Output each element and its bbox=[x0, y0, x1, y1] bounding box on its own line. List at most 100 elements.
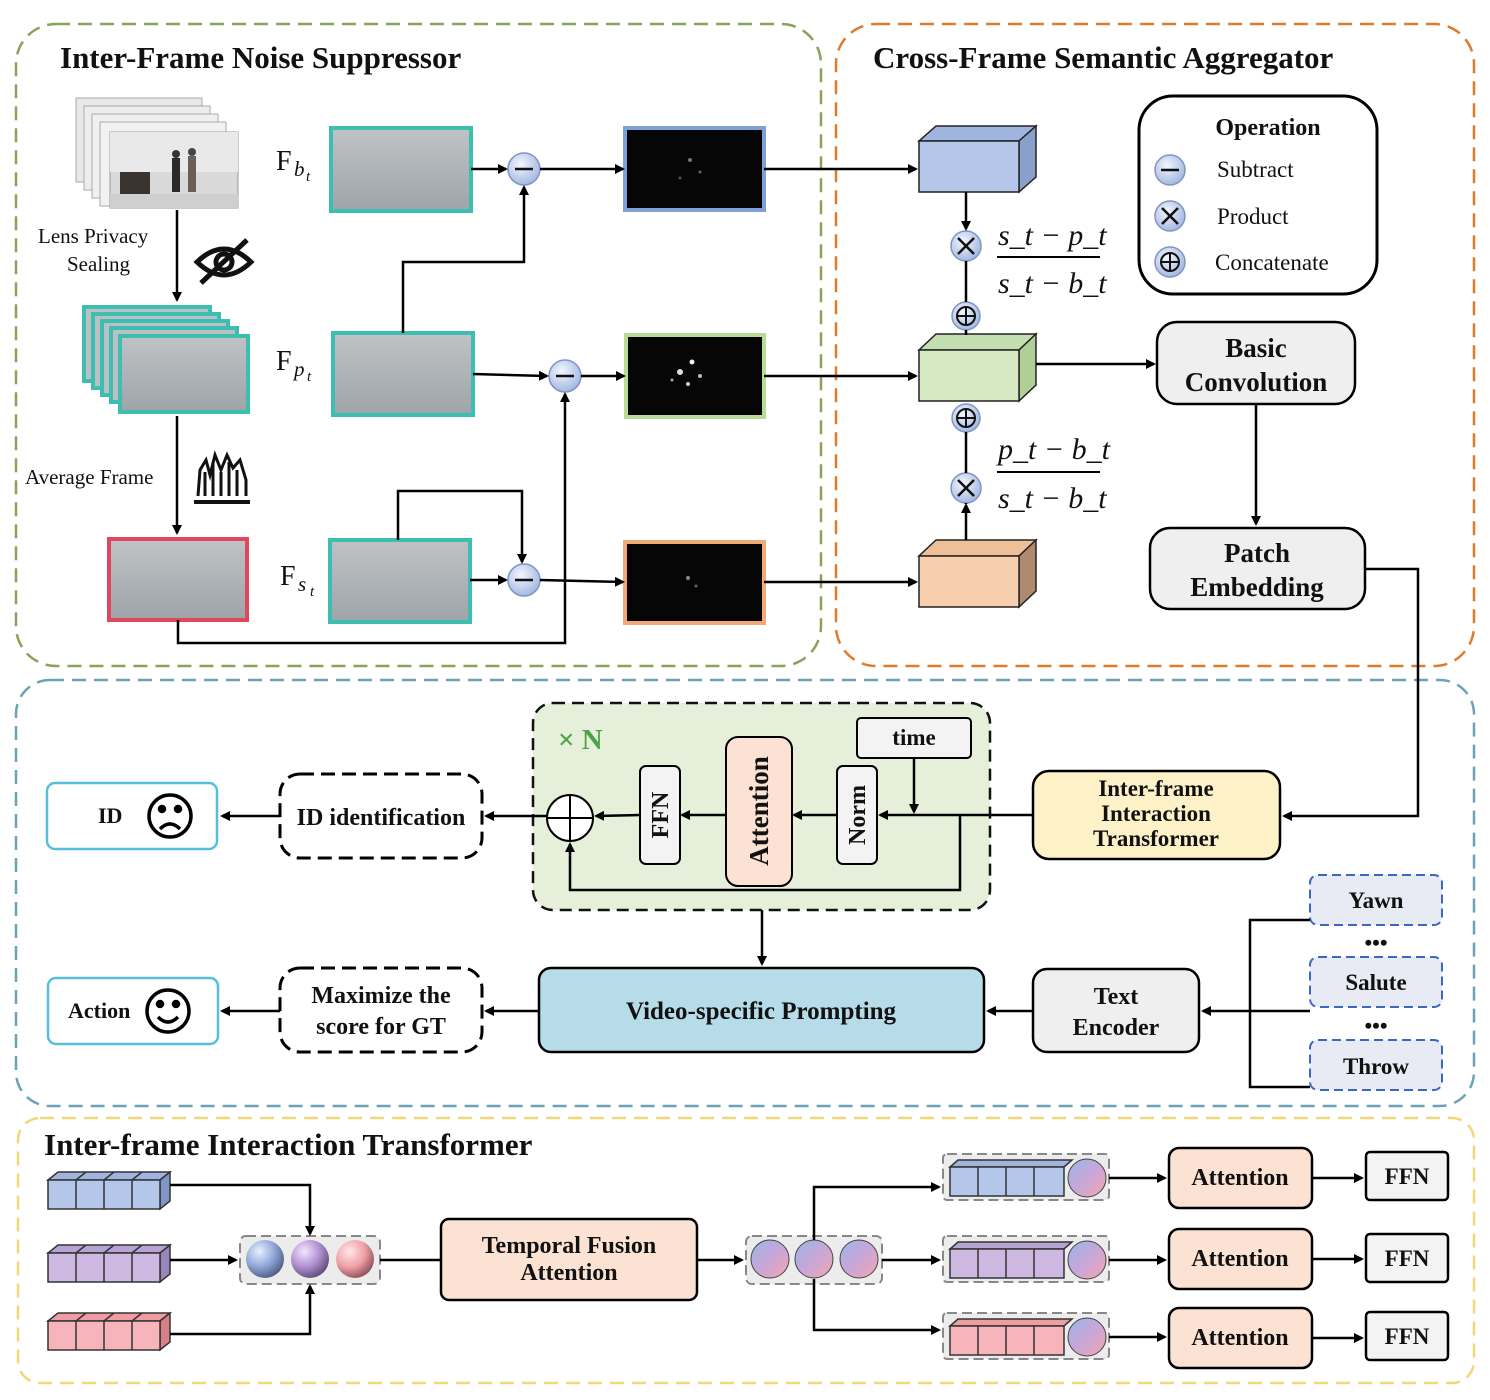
svg-text:Operation: Operation bbox=[1215, 115, 1320, 141]
svg-text:Concatenate: Concatenate bbox=[1215, 250, 1329, 275]
fp-label: F p t bbox=[276, 346, 312, 385]
peach-feature-cube bbox=[917, 538, 1038, 609]
transformer-detail-title: Inter-frame Interaction Transformer bbox=[44, 1127, 533, 1162]
svg-text:Subtract: Subtract bbox=[1217, 157, 1294, 182]
diff-map-orange bbox=[623, 540, 766, 625]
svg-text:ID: ID bbox=[98, 803, 122, 828]
svg-text:t: t bbox=[310, 584, 315, 600]
svg-text:Text: Text bbox=[1094, 984, 1138, 1010]
green-feature-cube bbox=[917, 332, 1038, 403]
svg-text:F: F bbox=[276, 146, 292, 177]
product-node-bottom bbox=[950, 472, 982, 504]
svg-text:Attention: Attention bbox=[1191, 1246, 1288, 1272]
semantic-aggregator-region bbox=[834, 22, 1476, 668]
attention-block-1: Attention bbox=[1167, 1146, 1314, 1210]
svg-text:Video-specific Prompting: Video-specific Prompting bbox=[626, 998, 897, 1025]
svg-text:s_t − p_t: s_t − p_t bbox=[998, 219, 1107, 252]
class-ellipsis-2: ••• bbox=[1364, 1013, 1387, 1038]
svg-text:Embedding: Embedding bbox=[1190, 572, 1324, 602]
id-identification-box: ID identification bbox=[278, 772, 484, 860]
maximize-score-box: Maximize the score for GT bbox=[278, 966, 484, 1054]
subtract-node-top bbox=[507, 152, 541, 186]
token-row-blue bbox=[45, 1170, 173, 1211]
noise-connectors bbox=[176, 164, 626, 645]
lens-privacy-label: Lens Privacy bbox=[38, 224, 149, 248]
svg-text:p: p bbox=[292, 357, 305, 381]
middle-connectors bbox=[220, 758, 1310, 1089]
lens-sealing-label: Sealing bbox=[67, 252, 130, 276]
svg-text:FFN: FFN bbox=[1385, 1246, 1430, 1271]
action-output-box: Action bbox=[46, 976, 220, 1046]
svg-text:ID identification: ID identification bbox=[297, 805, 466, 831]
svg-text:t: t bbox=[306, 169, 311, 185]
average-frame-label: Average Frame bbox=[25, 465, 153, 489]
svg-text:s: s bbox=[298, 572, 306, 596]
attention-block-2: Attention bbox=[1167, 1227, 1314, 1291]
pooled-token-group bbox=[239, 1235, 381, 1285]
transformer-detail-region bbox=[16, 1116, 1476, 1385]
token-row-purple bbox=[45, 1243, 173, 1284]
residual-add-node bbox=[546, 794, 594, 842]
average-frame bbox=[107, 537, 249, 622]
branch-blue bbox=[942, 1153, 1110, 1201]
token-row-pink bbox=[45, 1311, 173, 1352]
ffn-block-2: FFN bbox=[1364, 1232, 1450, 1284]
svg-text:F: F bbox=[280, 561, 296, 592]
class-yawn: Yawn bbox=[1309, 874, 1443, 926]
product-node-top bbox=[950, 230, 982, 262]
concat-node-top bbox=[951, 301, 981, 331]
svg-text:F: F bbox=[276, 346, 292, 377]
svg-text:Maximize the: Maximize the bbox=[311, 983, 451, 1009]
svg-text:score for GT: score for GT bbox=[316, 1014, 446, 1040]
svg-text:s_t − b_t: s_t − b_t bbox=[998, 482, 1107, 515]
svg-text:FFN: FFN bbox=[648, 791, 674, 838]
ffn-block-3: FFN bbox=[1364, 1310, 1450, 1362]
operation-legend: Operation Subtract Product Concatenate bbox=[1137, 94, 1379, 296]
times-n-label: × N bbox=[558, 724, 603, 756]
svg-text:Product: Product bbox=[1217, 204, 1289, 229]
attention-block: Attention bbox=[725, 736, 793, 887]
svg-text:Encoder: Encoder bbox=[1073, 1015, 1160, 1041]
class-throw: Throw bbox=[1309, 1039, 1443, 1091]
svg-text:Throw: Throw bbox=[1343, 1054, 1409, 1079]
branch-purple bbox=[942, 1235, 1110, 1283]
video-prompting-block: Video-specific Prompting bbox=[537, 966, 986, 1054]
weight-fraction-top: s_t − p_t s_t − b_t bbox=[997, 219, 1107, 300]
bottom-connectors bbox=[170, 1173, 1364, 1343]
concat-node-bottom bbox=[951, 403, 981, 433]
fs-label: F s t bbox=[280, 561, 315, 600]
svg-text:Norm: Norm bbox=[845, 785, 871, 845]
svg-text:Basic: Basic bbox=[1225, 333, 1287, 363]
diff-map-green bbox=[624, 333, 766, 419]
svg-text:p_t − b_t: p_t − b_t bbox=[996, 433, 1111, 466]
iit-block: Inter-frame Interaction Transformer bbox=[1031, 769, 1282, 861]
branch-pink bbox=[942, 1312, 1110, 1360]
svg-text:Salute: Salute bbox=[1345, 970, 1406, 995]
basic-convolution-block: Basic Convolution bbox=[1155, 320, 1357, 406]
svg-text:FFN: FFN bbox=[1385, 1324, 1430, 1349]
class-salute: Salute bbox=[1309, 956, 1443, 1008]
svg-text:Attention: Attention bbox=[1191, 1165, 1288, 1191]
ffn-block: FFN bbox=[639, 765, 681, 865]
weight-fraction-bottom: p_t − b_t s_t − b_t bbox=[996, 433, 1111, 515]
svg-text:Attention: Attention bbox=[1191, 1325, 1288, 1351]
recognition-region bbox=[14, 678, 1476, 1108]
aggregator-connectors bbox=[764, 164, 1420, 821]
ffn-block-1: FFN bbox=[1364, 1150, 1450, 1202]
sealed-frame-stack bbox=[82, 305, 250, 414]
temporal-fusion-attention-block: Temporal Fusion Attention bbox=[439, 1217, 699, 1302]
subtract-node-bottom bbox=[507, 563, 541, 597]
subtract-node-middle bbox=[548, 359, 582, 393]
time-box: time bbox=[856, 717, 972, 759]
svg-text:s_t − b_t: s_t − b_t bbox=[998, 267, 1107, 300]
fb-label: F b t bbox=[276, 146, 311, 185]
blue-feature-cube bbox=[917, 124, 1038, 194]
svg-text:Interaction: Interaction bbox=[1101, 801, 1211, 826]
svg-text:Inter-frame: Inter-frame bbox=[1098, 776, 1213, 801]
svg-text:t: t bbox=[307, 369, 312, 385]
svg-text:time: time bbox=[892, 725, 935, 750]
svg-text:Transformer: Transformer bbox=[1093, 826, 1219, 851]
diff-map-blue bbox=[623, 126, 766, 212]
svg-text:Patch: Patch bbox=[1224, 538, 1290, 568]
